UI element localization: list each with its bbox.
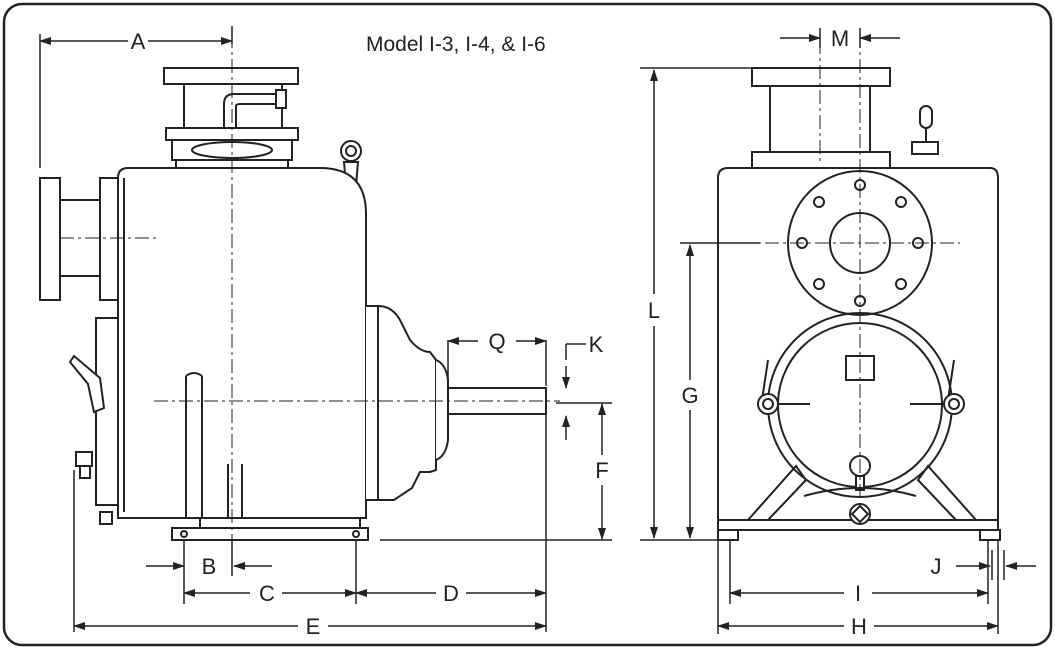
label-G: G <box>681 383 698 408</box>
label-E: E <box>306 614 321 639</box>
side-view <box>39 67 547 541</box>
label-H: H <box>851 614 867 639</box>
diagram-title: Model I-3, I-4, & I-6 <box>366 33 546 56</box>
label-C: C <box>259 581 275 606</box>
label-J: J <box>931 554 942 579</box>
label-I: I <box>855 581 861 606</box>
label-M: M <box>831 26 849 51</box>
label-L: L <box>648 298 660 323</box>
label-D: D <box>443 581 459 606</box>
label-Q: Q <box>488 329 505 354</box>
dimension-labels: A Q K F B C D E M L G J I H <box>131 26 942 639</box>
side-view-centerlines <box>60 34 560 540</box>
front-view <box>717 67 1001 541</box>
label-K: K <box>589 332 604 357</box>
label-B: B <box>202 554 217 579</box>
label-F: F <box>595 458 608 483</box>
dimension-lines <box>39 26 1036 634</box>
label-A: A <box>131 29 146 54</box>
